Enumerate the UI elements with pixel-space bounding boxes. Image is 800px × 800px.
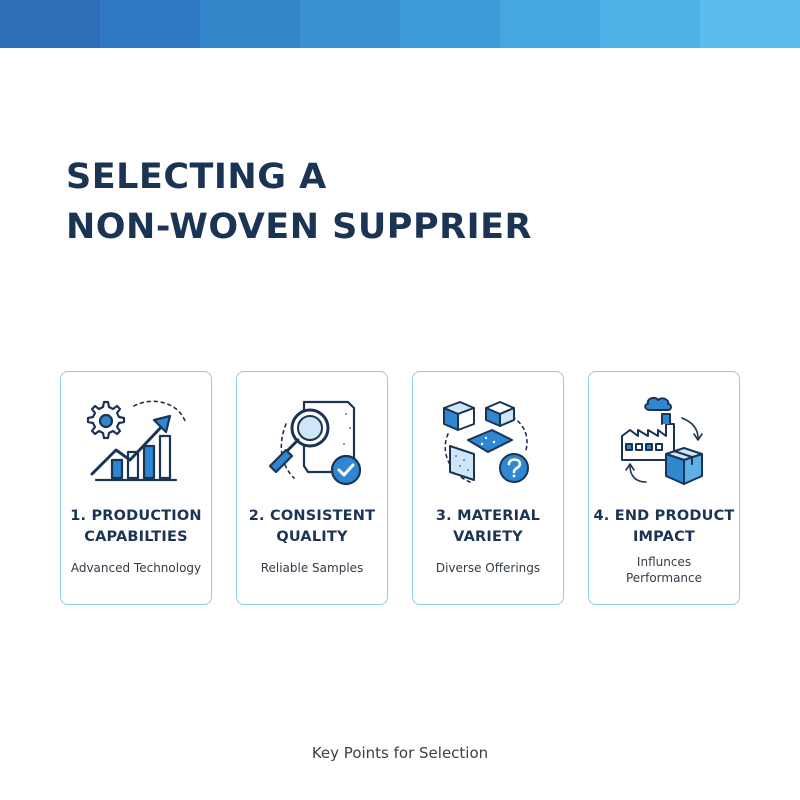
band-segment [500,0,600,48]
card-title: 1. PRODUCTION CAPABILTIES [61,506,211,548]
card-consistent-quality: 2. CONSISTENT QUALITY Reliable Samples [236,371,388,605]
band-segment [100,0,200,48]
card-title: 4. END PRODUCT IMPACT [589,506,739,548]
material-samples-question-icon [443,401,529,483]
card-title: 3. MATERIAL VARIETY [413,506,563,548]
card-material-variety: 3. MATERIAL VARIETY Diverse Offerings [412,371,564,605]
band-segment [700,0,800,48]
band-segment [400,0,500,48]
card-subtitle: Influnces Performance [625,555,703,585]
band-segment [600,0,700,48]
header-gradient-band [0,0,800,48]
band-segment [300,0,400,48]
key-points-cards: 1. PRODUCTION CAPABILTIES Advanced Techn… [60,371,740,605]
card-production-capabilities: 1. PRODUCTION CAPABILTIES Advanced Techn… [60,371,212,605]
band-segment [0,0,100,48]
page-title-line-1: SELECTING A [66,157,327,197]
magnifier-document-check-icon [268,400,362,486]
card-end-product-impact: 4. END PRODUCT IMPACT Influnces Performa… [588,371,740,605]
card-title-line-2: CAPABILTIES [84,529,188,545]
band-segment [200,0,300,48]
page-title-line-2: NON-WOVEN SUPPRIER [66,207,532,247]
card-title-line-2: QUALITY [276,529,348,545]
card-subtitle: Advanced Technology [70,561,202,575]
footer-caption: Key Points for Selection [311,744,489,762]
card-subtitle: Diverse Offerings [435,561,541,575]
card-title-line-1: 2. CONSISTENT [248,508,376,524]
card-title-line-2: VARIETY [453,529,523,545]
factory-box-cycle-icon [621,396,703,485]
card-title-line-1: 1. PRODUCTION [70,508,202,524]
card-title-line-2: IMPACT [632,529,696,545]
gear-growth-chart-icon [86,400,187,482]
card-title: 2. CONSISTENT QUALITY [237,506,387,548]
card-title-line-1: 4. END PRODUCT [593,508,735,524]
page-title: SELECTING A NON-WOVEN SUPPRIER [66,152,532,252]
card-title-line-1: 3. MATERIAL [435,508,541,524]
card-subtitle: Reliable Samples [260,561,364,575]
